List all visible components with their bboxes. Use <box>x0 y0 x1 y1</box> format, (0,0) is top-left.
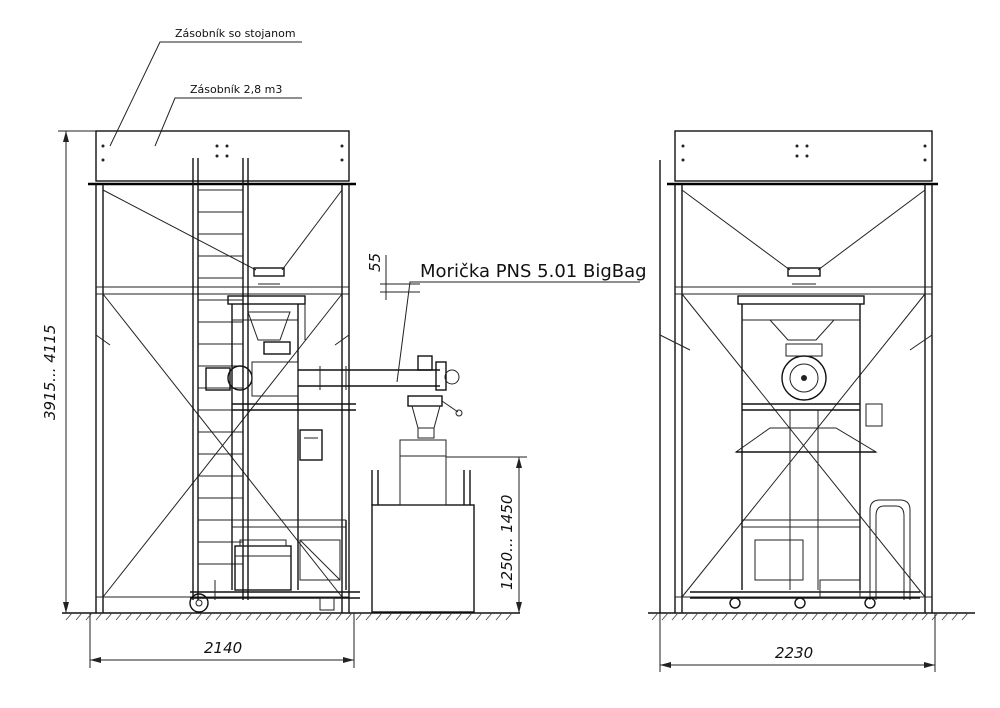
front-ladder <box>192 158 249 600</box>
side-machine <box>690 295 920 609</box>
label-hopper-with-stand: Zásobník so stojanom <box>175 27 296 40</box>
dim-platform-height: 1250... 1450 <box>498 495 516 590</box>
side-dimension-lines <box>659 613 936 672</box>
dim-total-height: 3915... 4115 <box>41 325 59 420</box>
dim-offset: 55 <box>366 253 384 272</box>
front-hopper-box <box>88 130 356 186</box>
side-stand-frame <box>659 160 933 613</box>
label-machine: Morička PNS 5.01 BigBag <box>420 261 647 282</box>
side-hopper-box <box>667 130 938 186</box>
front-stand-frame <box>95 184 350 613</box>
label-hopper-volume: Zásobník 2,8 m3 <box>190 83 282 96</box>
dim-front-width: 2140 <box>204 639 242 657</box>
side-ground <box>648 612 975 621</box>
front-machine <box>189 295 463 613</box>
side-view <box>648 130 975 672</box>
front-leaders <box>109 41 640 383</box>
front-ground <box>62 612 520 621</box>
dim-side-width: 2230 <box>775 644 813 662</box>
front-dimension-lines <box>58 130 527 668</box>
front-bag-table <box>371 439 475 613</box>
front-view <box>58 41 640 668</box>
